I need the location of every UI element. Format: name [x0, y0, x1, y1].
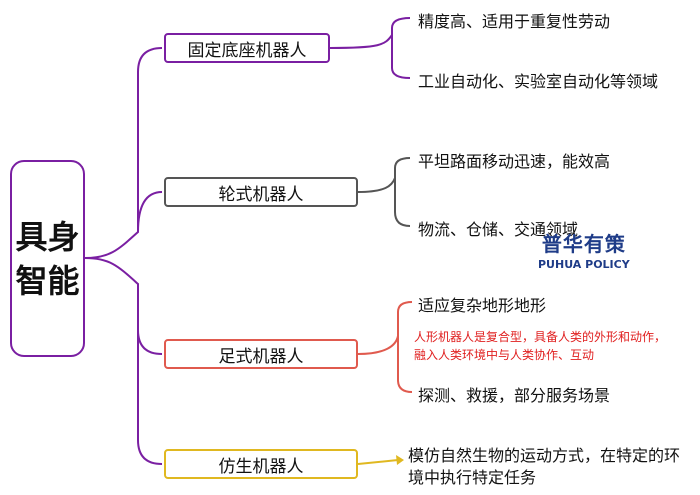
- branch1-connector: [329, 17, 411, 79]
- branch4-arrowhead: [396, 455, 404, 465]
- leaf-wheeled-1: 平坦路面移动迅速，能效高: [418, 152, 611, 171]
- leaf-bionic-1: 模仿自然生物的运动方式，在特定的环: [408, 446, 681, 465]
- root-label-line2: 智能: [15, 261, 80, 300]
- leaf-fixed-2: 工业自动化、实验室自动化等领域: [418, 72, 659, 91]
- branch-legged: 足式机器人: [164, 339, 358, 369]
- branch4-arrow: [357, 459, 399, 465]
- watermark-cn: 普华有策: [541, 232, 626, 256]
- watermark-en: PUHUA POLICY: [538, 258, 630, 271]
- legged-note: 人形机器人是复合型，具备人类的外形和动作， 融入人类环境中与人类协作、互动: [414, 328, 666, 364]
- branch2-connector: [357, 157, 411, 227]
- leaf-fixed-1: 精度高、适用于重复性劳动: [418, 12, 611, 31]
- branch-wheeled: 轮式机器人: [164, 177, 358, 207]
- branch-wheeled-label: 轮式机器人: [218, 184, 304, 205]
- leaf-legged-1: 适应复杂地形地形: [418, 296, 547, 315]
- leaf-legged-2: 探测、救援，部分服务场景: [418, 386, 611, 405]
- branch-fixed-base: 固定底座机器人: [164, 33, 330, 63]
- branch-bionic-label: 仿生机器人: [218, 456, 304, 477]
- branch-legged-label: 足式机器人: [218, 346, 304, 367]
- watermark-logo: 普华有策 PUHUA POLICY: [538, 228, 630, 271]
- branch-bionic: 仿生机器人: [164, 449, 358, 479]
- leaf-bionic-2: 境中执行特定任务: [408, 468, 537, 487]
- branch-fixed-base-label: 固定底座机器人: [187, 40, 307, 61]
- root-label-line1: 具身: [15, 217, 80, 256]
- leaf-wheeled-2: 物流、仓储、交通领域: [418, 220, 579, 239]
- branch3-connector: [357, 301, 413, 393]
- legged-note-line2: 融入人类环境中与人类协作、互动: [414, 348, 595, 362]
- legged-note-line1: 人形机器人是复合型，具备人类的外形和动作，: [414, 330, 667, 344]
- trunk-connector: [84, 47, 163, 465]
- root-node: 具身 智能: [10, 160, 85, 357]
